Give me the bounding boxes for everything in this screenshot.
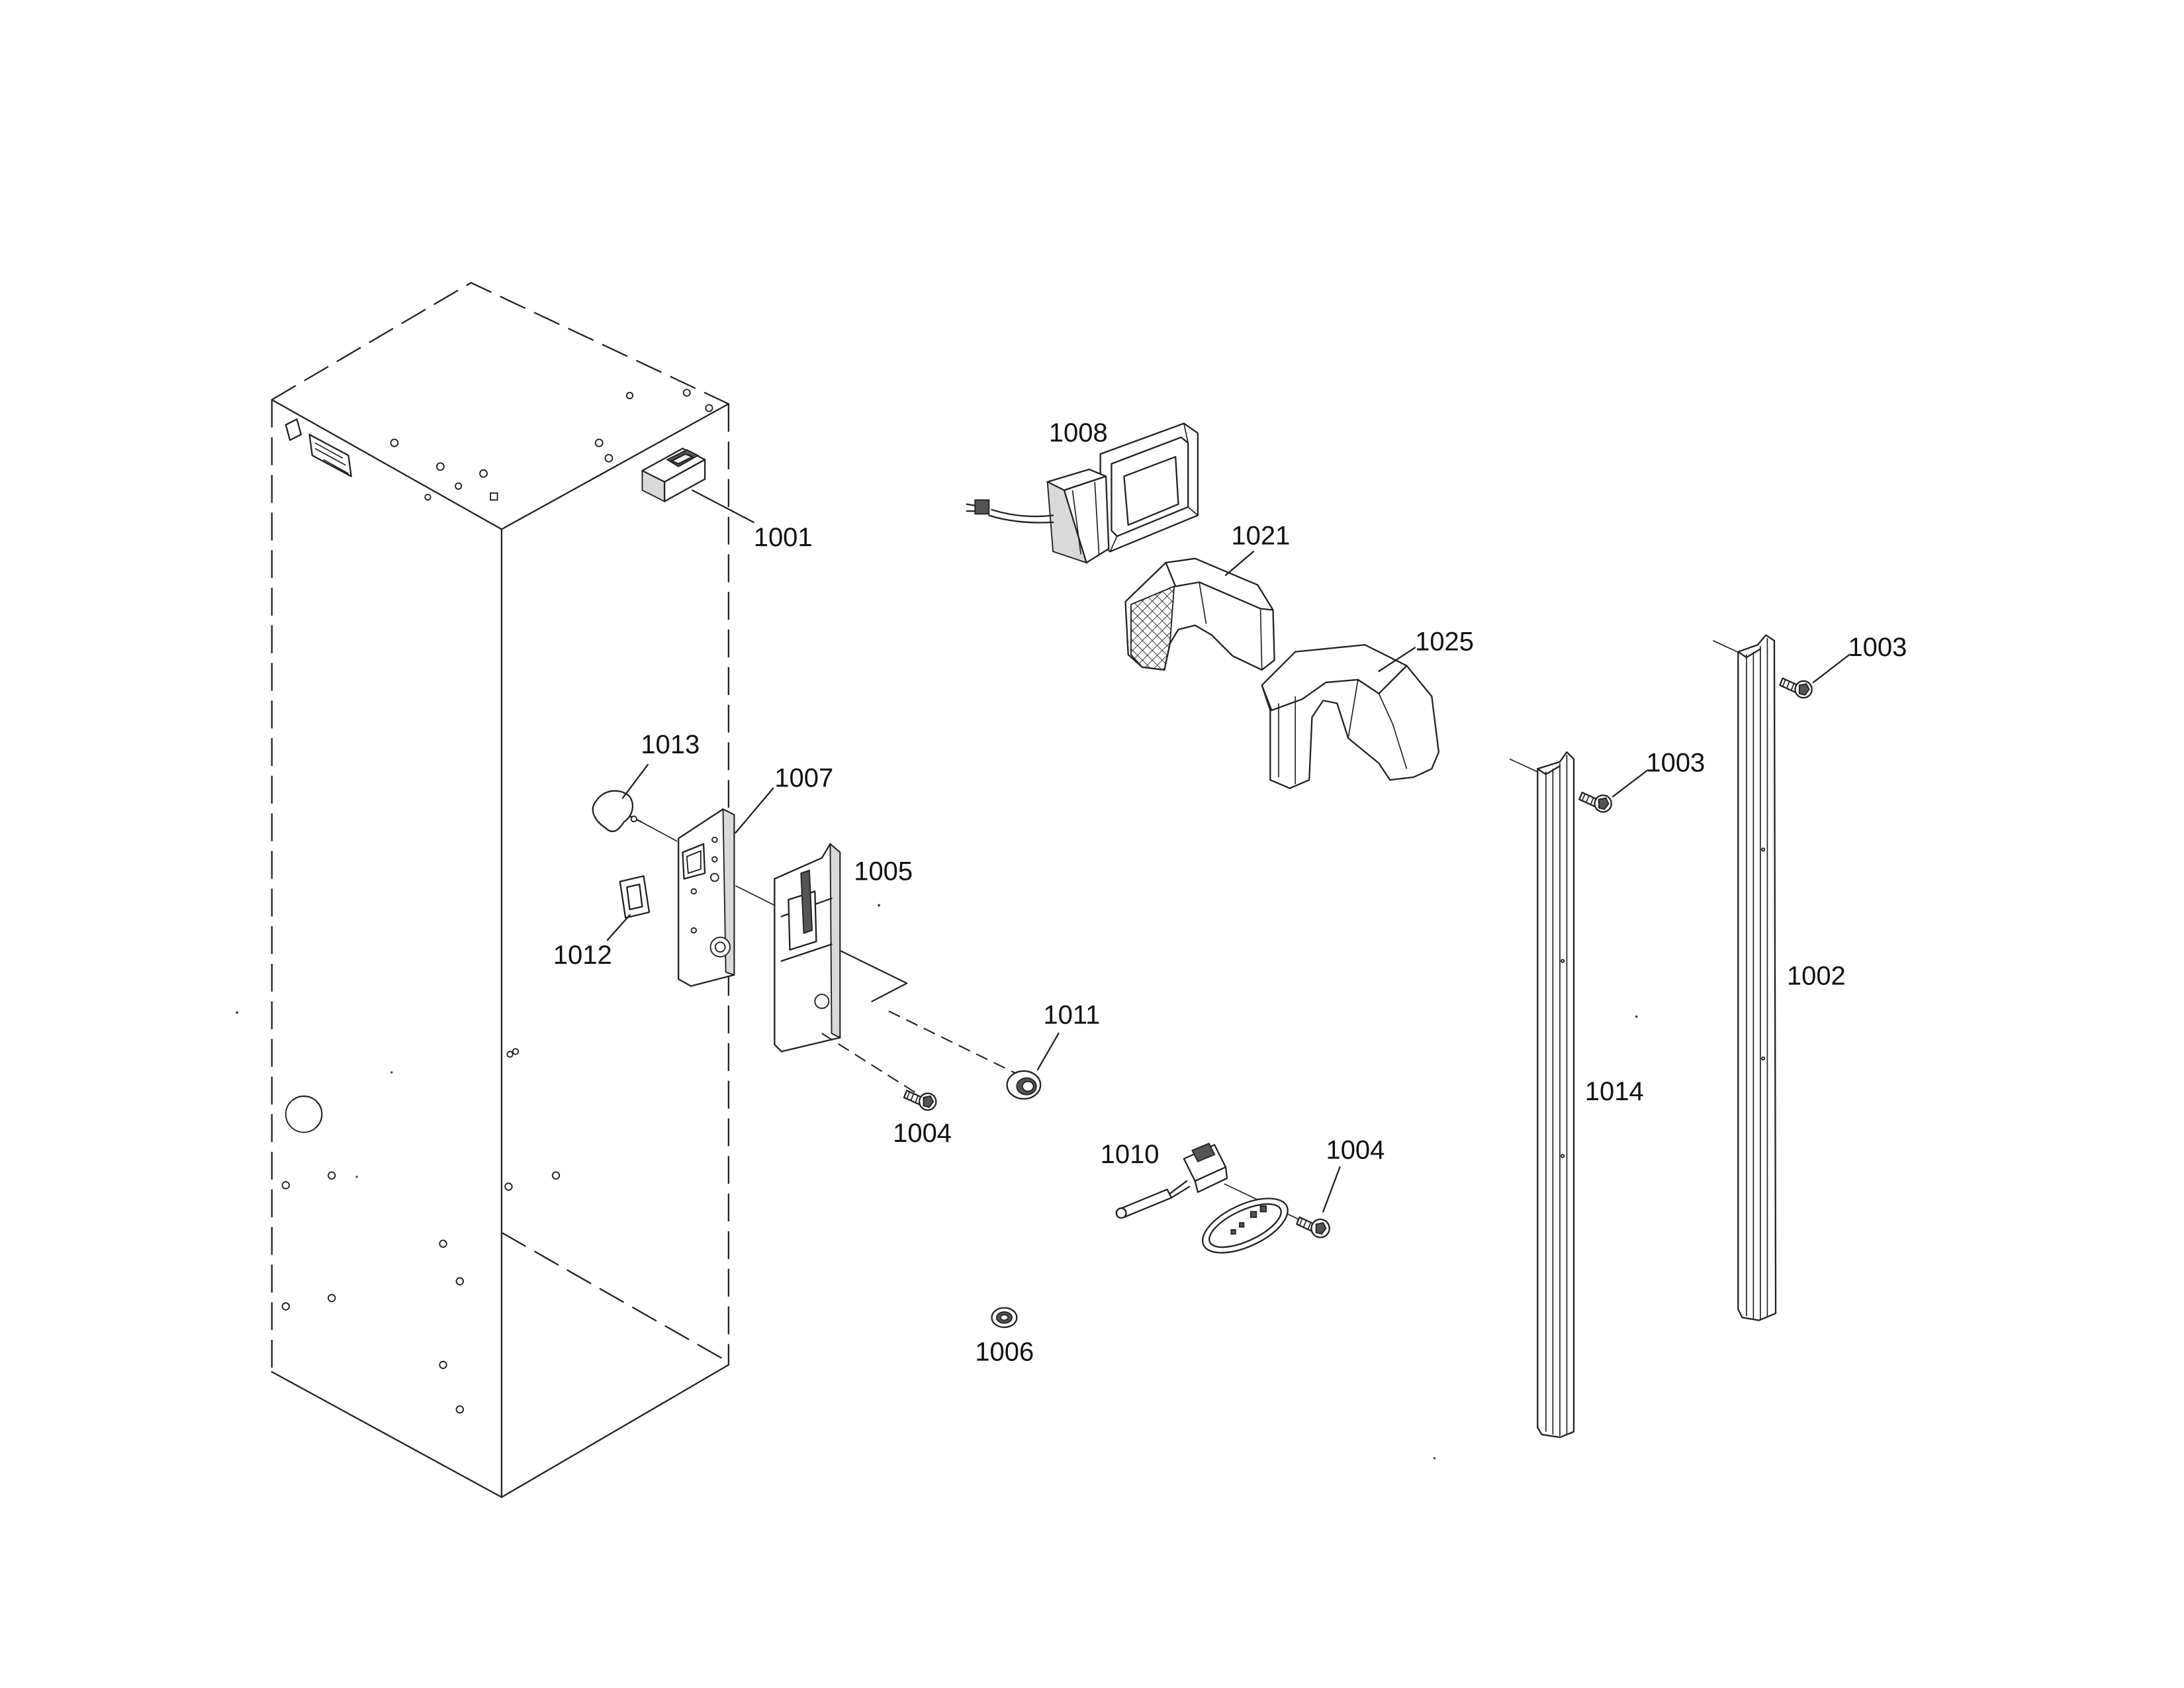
part-1004-screw-left [903,1090,937,1111]
callout-labels: 1008 1021 1025 1001 1003 1003 1013 1007 … [553,418,1907,1367]
callout-1013: 1013 [641,730,700,759]
leader-1004-right [1322,1166,1341,1213]
callout-1008: 1008 [1049,418,1108,447]
cabinet-side-holes [281,1048,561,1414]
callout-1004-left: 1004 [893,1119,952,1148]
callout-1012: 1012 [553,941,612,970]
part-1025-foam-block [1261,643,1440,789]
part-1014-trim-channel [1509,751,1575,1438]
callout-1002: 1002 [1787,962,1846,991]
callout-1003-lower: 1003 [1646,749,1705,778]
part-1003-screw-lower [1578,791,1612,813]
callout-1021: 1021 [1231,522,1290,551]
part-1005-hinge-bracket [774,842,1021,1094]
callout-1005: 1005 [854,857,913,886]
callout-1025: 1025 [1415,628,1474,657]
callout-1004-right: 1004 [1326,1135,1385,1164]
callout-1006: 1006 [975,1338,1034,1367]
callout-1007: 1007 [774,764,833,793]
part-1004-screw-right [1296,1216,1330,1239]
callout-1001: 1001 [754,523,813,552]
scan-specks [236,904,1638,1460]
part-1021-foam-block [1124,551,1275,671]
part-1006-grommet [991,1307,1018,1329]
part-1013-knob [592,763,678,842]
part-1002-trim-channel [1713,634,1777,1321]
part-1003-screw-upper [1779,677,1813,699]
leader-1003-lower [1612,769,1649,798]
cabinet-outline [271,281,730,1498]
part-1010-sensor [1115,1143,1312,1227]
part-1008-ballast [966,422,1199,564]
part-1007-bracket-plate [677,787,781,987]
display-plate [1201,1197,1289,1254]
callout-1014: 1014 [1585,1077,1644,1106]
part-1001-switch [641,447,754,524]
callout-1011: 1011 [1043,1000,1100,1029]
callout-1003-upper: 1003 [1848,633,1907,662]
callout-1010: 1010 [1101,1140,1160,1169]
part-1011-grommet [1006,1032,1060,1100]
cabinet-top-features [285,389,713,501]
part-1012-pad [606,875,651,941]
leader-1003-upper [1812,653,1850,684]
